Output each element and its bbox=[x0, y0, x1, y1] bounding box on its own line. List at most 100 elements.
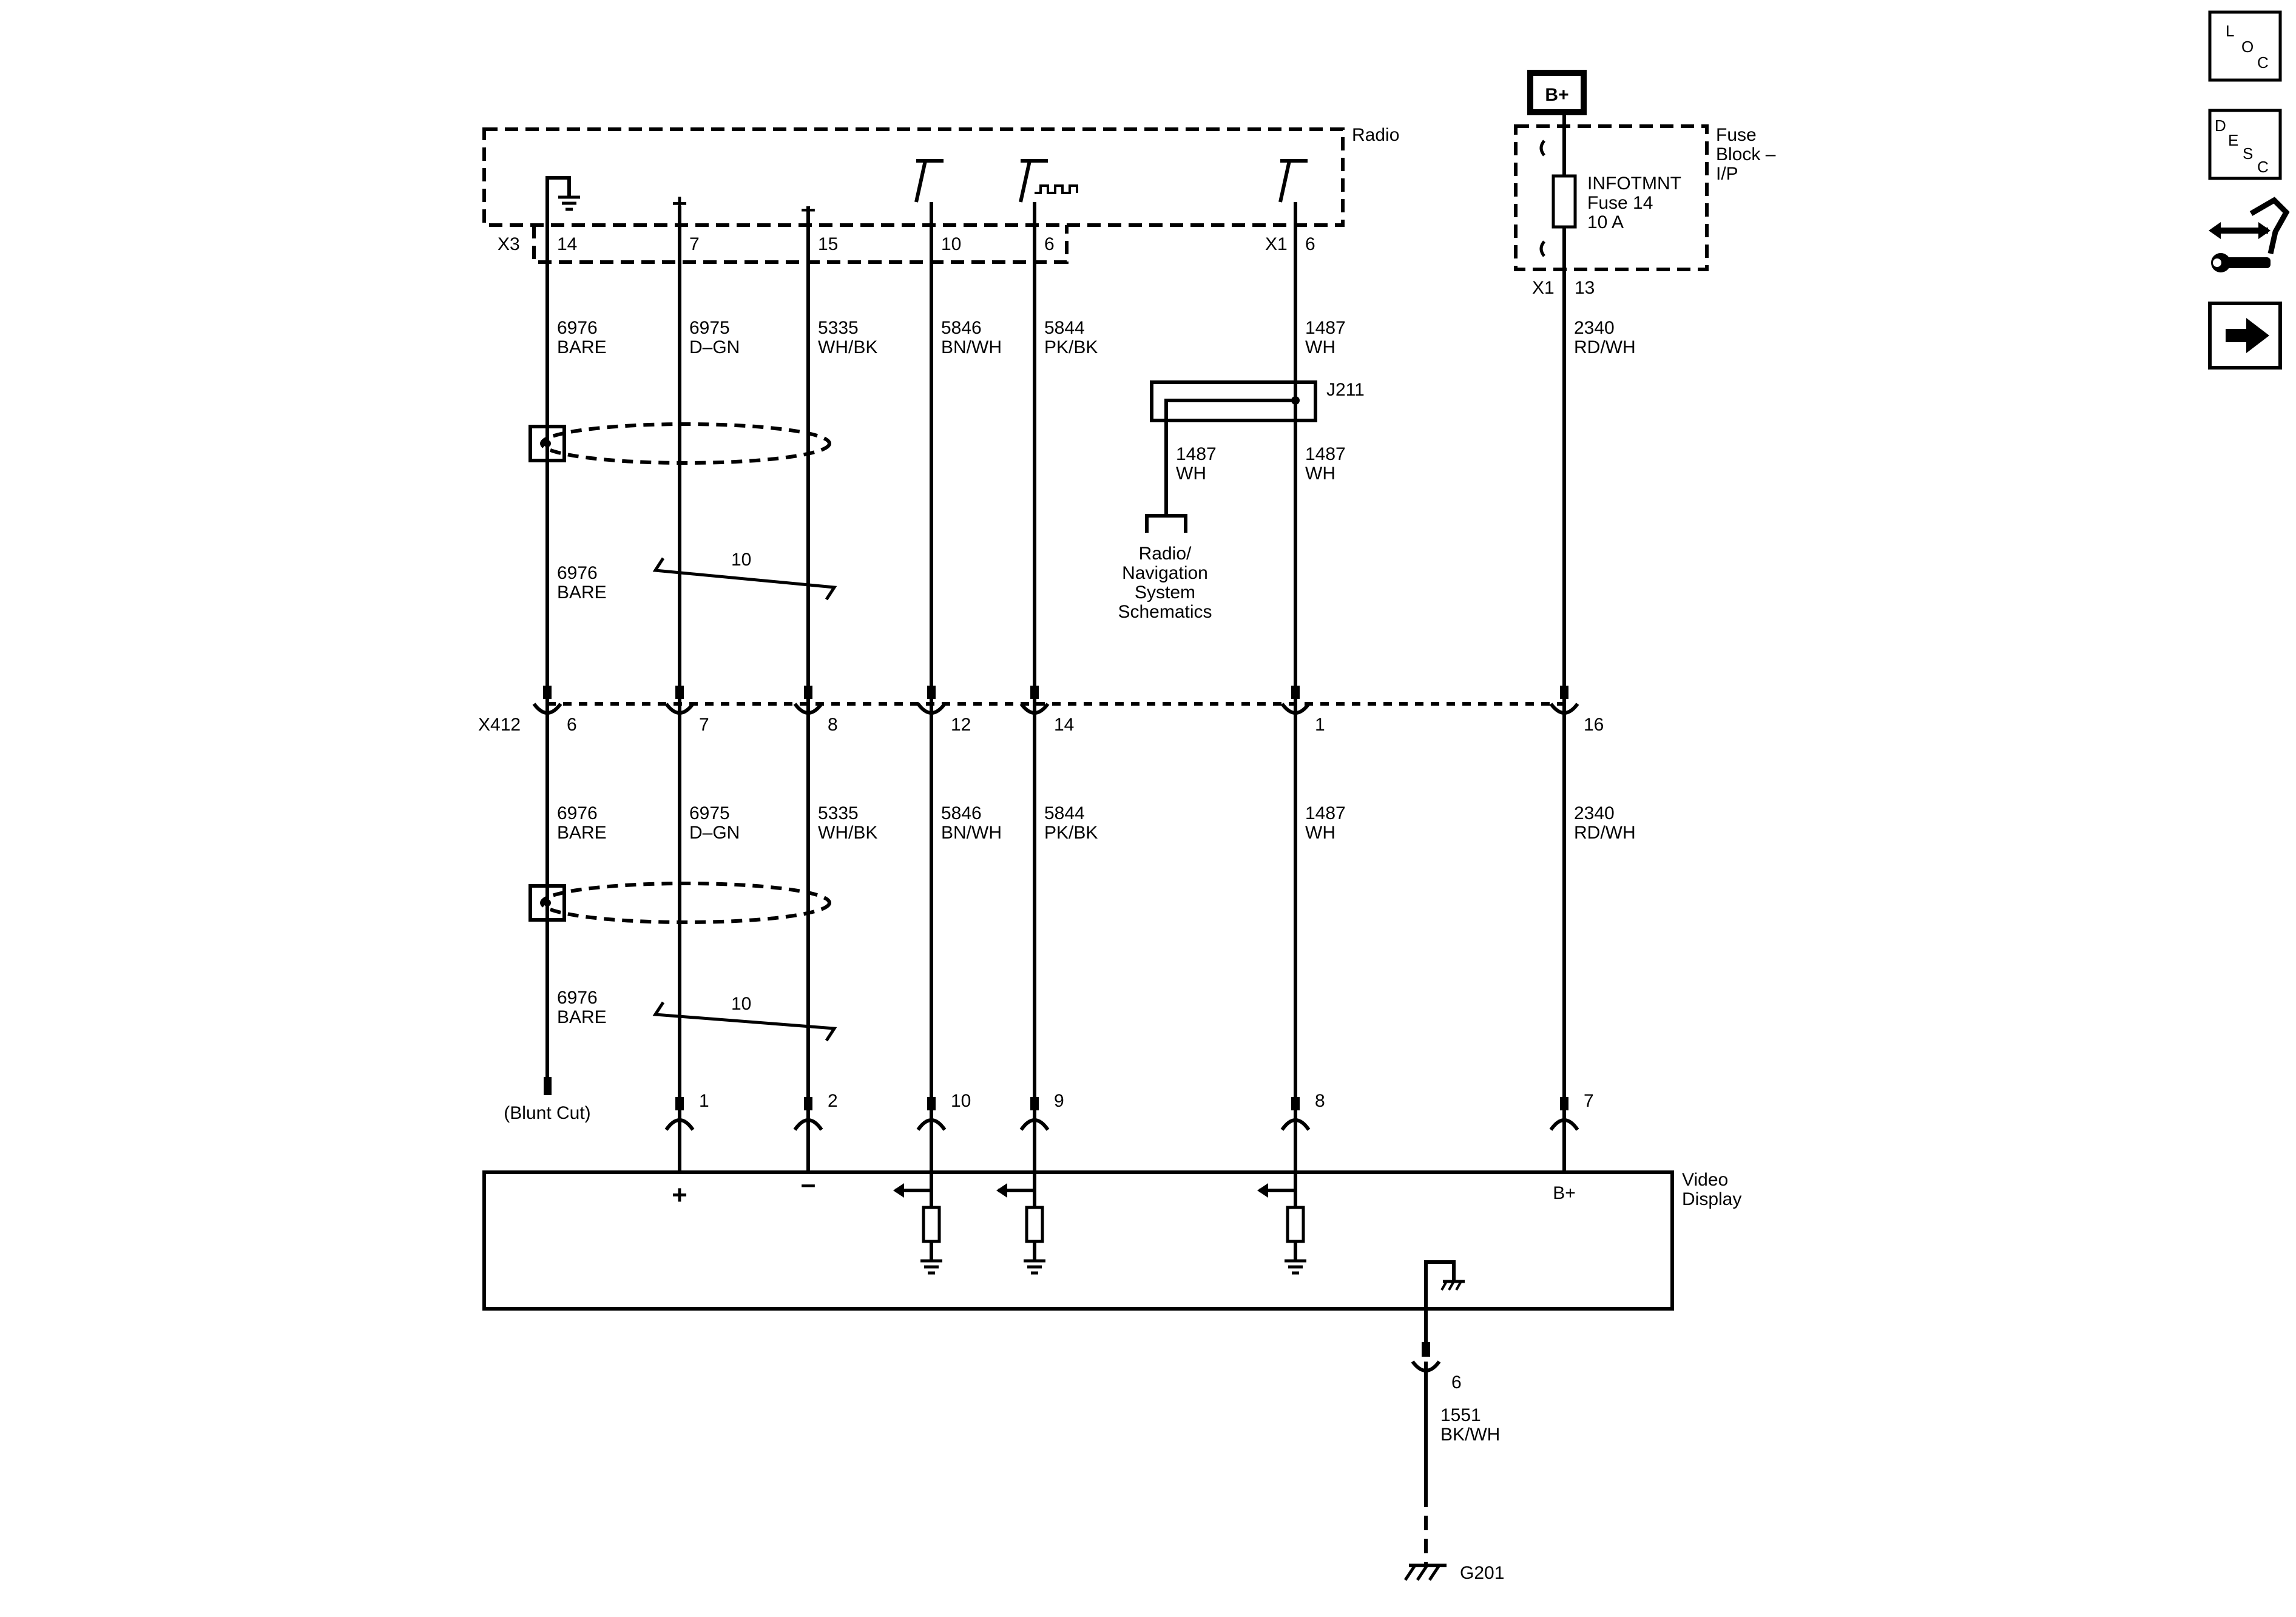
next-button[interactable] bbox=[2208, 302, 2282, 370]
connector-terminal-icon bbox=[793, 1097, 823, 1172]
wire-circuit-label: 5846 bbox=[941, 318, 982, 338]
radio-pin: 6 bbox=[1305, 234, 1315, 254]
wire-color-label: WH/BK bbox=[818, 823, 877, 843]
splice-box bbox=[1150, 380, 1317, 422]
inline-connector-x412[interactable]: X412 bbox=[478, 702, 1564, 735]
connector-terminal-icon bbox=[916, 686, 947, 715]
shield-lower bbox=[528, 882, 831, 924]
splice-main-color: WH bbox=[1305, 464, 1335, 484]
wire-color-label: BARE bbox=[557, 337, 607, 357]
display-bplus-label: B+ bbox=[1553, 1183, 1576, 1203]
radio-outline bbox=[482, 127, 1345, 227]
drain-wire-color: BARE bbox=[557, 1007, 607, 1027]
ground-g201[interactable]: 6 1551 BK/WH G201 bbox=[1403, 1342, 1504, 1583]
drain-wire-circuit: 6976 bbox=[557, 988, 598, 1008]
desc-letter: D bbox=[2215, 116, 2226, 135]
connector-terminal-icon bbox=[1549, 1097, 1579, 1172]
splice-destination-1[interactable]: Radio/ bbox=[1139, 544, 1192, 564]
inline-connector-terminals bbox=[532, 686, 1579, 715]
connector-terminal-icon bbox=[1019, 686, 1050, 715]
connector-terminal-icon bbox=[1549, 686, 1579, 715]
shield-upper bbox=[528, 422, 831, 465]
drain-wire-circuit: 6976 bbox=[557, 563, 598, 583]
radio-pin: 10 bbox=[941, 234, 961, 254]
inline-connector-pin: 16 bbox=[1584, 715, 1604, 735]
splice-destination-2[interactable]: Navigation bbox=[1122, 563, 1208, 583]
splice-destination-3[interactable]: System bbox=[1135, 582, 1195, 603]
arrow-right-icon bbox=[2226, 318, 2269, 353]
wire-color-label: RD/WH bbox=[1574, 823, 1636, 843]
wire-circuit-label: 6975 bbox=[689, 803, 730, 823]
connector-terminal-icon bbox=[664, 1097, 695, 1172]
switch-pwm-icon bbox=[1019, 159, 1078, 203]
twisted-pair-icon bbox=[652, 1001, 837, 1042]
radio-connector-x3: X3 bbox=[498, 234, 520, 254]
fuse-block-label-1: Fuse bbox=[1716, 125, 1757, 145]
wire-circuit-label: 6976 bbox=[557, 803, 598, 823]
radio-pin: 14 bbox=[557, 234, 577, 254]
wire-color-label: PK/BK bbox=[1044, 823, 1098, 843]
display-pin: 9 bbox=[1054, 1091, 1064, 1111]
video-display-label-1: Video bbox=[1682, 1170, 1728, 1190]
fuse-block-pin: 13 bbox=[1575, 278, 1595, 298]
ground-pin: 6 bbox=[1451, 1372, 1462, 1393]
display-pin: 7 bbox=[1584, 1091, 1594, 1111]
wire-circuit-label: 5335 bbox=[818, 803, 859, 823]
battery-power-box bbox=[1527, 70, 1587, 115]
wire-circuit-label: 1487 bbox=[1305, 803, 1346, 823]
display-pin: 1 bbox=[699, 1091, 709, 1111]
switch-icon bbox=[1278, 159, 1308, 203]
connector-terminal-icon bbox=[793, 686, 823, 715]
wire-color-label: RD/WH bbox=[1574, 337, 1636, 357]
inline-connector-name: X412 bbox=[478, 715, 521, 735]
fuse-block-connector: X1 bbox=[1532, 278, 1555, 298]
ground-icon bbox=[1403, 1564, 1447, 1581]
drain-wire-color: BARE bbox=[557, 582, 607, 603]
fuse-terminal-icon bbox=[1539, 140, 1546, 157]
shield-ellipse bbox=[540, 882, 831, 924]
input-resistor-icon bbox=[1257, 1183, 1306, 1275]
fuse-block-outline bbox=[1514, 124, 1709, 271]
splice-j211[interactable]: J211 1487 WH 1487 WH Radio/ Navigation S… bbox=[1118, 380, 1364, 622]
input-resistor-icon bbox=[996, 1183, 1045, 1275]
radio-label: Radio bbox=[1352, 125, 1399, 145]
chassis-ground-icon bbox=[1424, 1260, 1465, 1350]
input-resistor-icon bbox=[893, 1183, 942, 1275]
connector-tool-button[interactable] bbox=[2209, 197, 2290, 272]
inline-connector-pin: 8 bbox=[828, 715, 838, 735]
inline-connector-pin: 12 bbox=[951, 715, 971, 735]
connector-terminal-icon bbox=[532, 686, 562, 715]
shield-ellipse bbox=[540, 422, 831, 465]
switch-icon bbox=[914, 159, 944, 203]
wire-color-label: D–GN bbox=[689, 337, 740, 357]
video-display-module[interactable]: Video Display + – B+ bbox=[482, 1169, 1741, 1350]
ground-circuit: 1551 bbox=[1440, 1405, 1481, 1425]
display-plus-symbol: + bbox=[672, 1180, 687, 1210]
desc-letter: C bbox=[2257, 158, 2269, 176]
inline-connector-pin: 7 bbox=[699, 715, 709, 735]
lower-wire-labels: 6976 BARE 6975 D–GN 5335 WH/BK 5846 BN/W… bbox=[557, 803, 1636, 843]
ground-color: BK/WH bbox=[1440, 1425, 1500, 1445]
connector-terminal-icon bbox=[1280, 686, 1311, 715]
ground-name: G201 bbox=[1460, 1563, 1504, 1583]
fuse-block[interactable]: B+ INFOTMNT Fuse 14 10 A Fuse Block – I/… bbox=[1514, 70, 1776, 704]
wires bbox=[545, 202, 1566, 1116]
loc-letter: C bbox=[2257, 53, 2269, 72]
desc-button[interactable]: D E S C bbox=[2208, 109, 2282, 180]
splice-main-circuit: 1487 bbox=[1305, 444, 1346, 464]
radio-connector-outline bbox=[532, 225, 1069, 264]
wire-circuit-label: 6976 bbox=[557, 318, 598, 338]
schematic-reference-icon bbox=[1145, 514, 1187, 533]
loc-letter: O bbox=[2241, 38, 2254, 56]
inline-connector-pin: 14 bbox=[1054, 715, 1074, 735]
connector-terminal-icon bbox=[664, 686, 695, 715]
battery-power-label: B+ bbox=[1545, 85, 1568, 105]
splice-destination-4[interactable]: Schematics bbox=[1118, 602, 1212, 622]
wire-circuit-label: 5335 bbox=[818, 318, 859, 338]
splice-branch-circuit: 1487 bbox=[1176, 444, 1217, 464]
display-pin: 10 bbox=[951, 1091, 971, 1111]
loc-button[interactable]: L O C bbox=[2208, 10, 2282, 82]
wire-circuit-label: 5846 bbox=[941, 803, 982, 823]
twist-count: 10 bbox=[731, 550, 751, 570]
